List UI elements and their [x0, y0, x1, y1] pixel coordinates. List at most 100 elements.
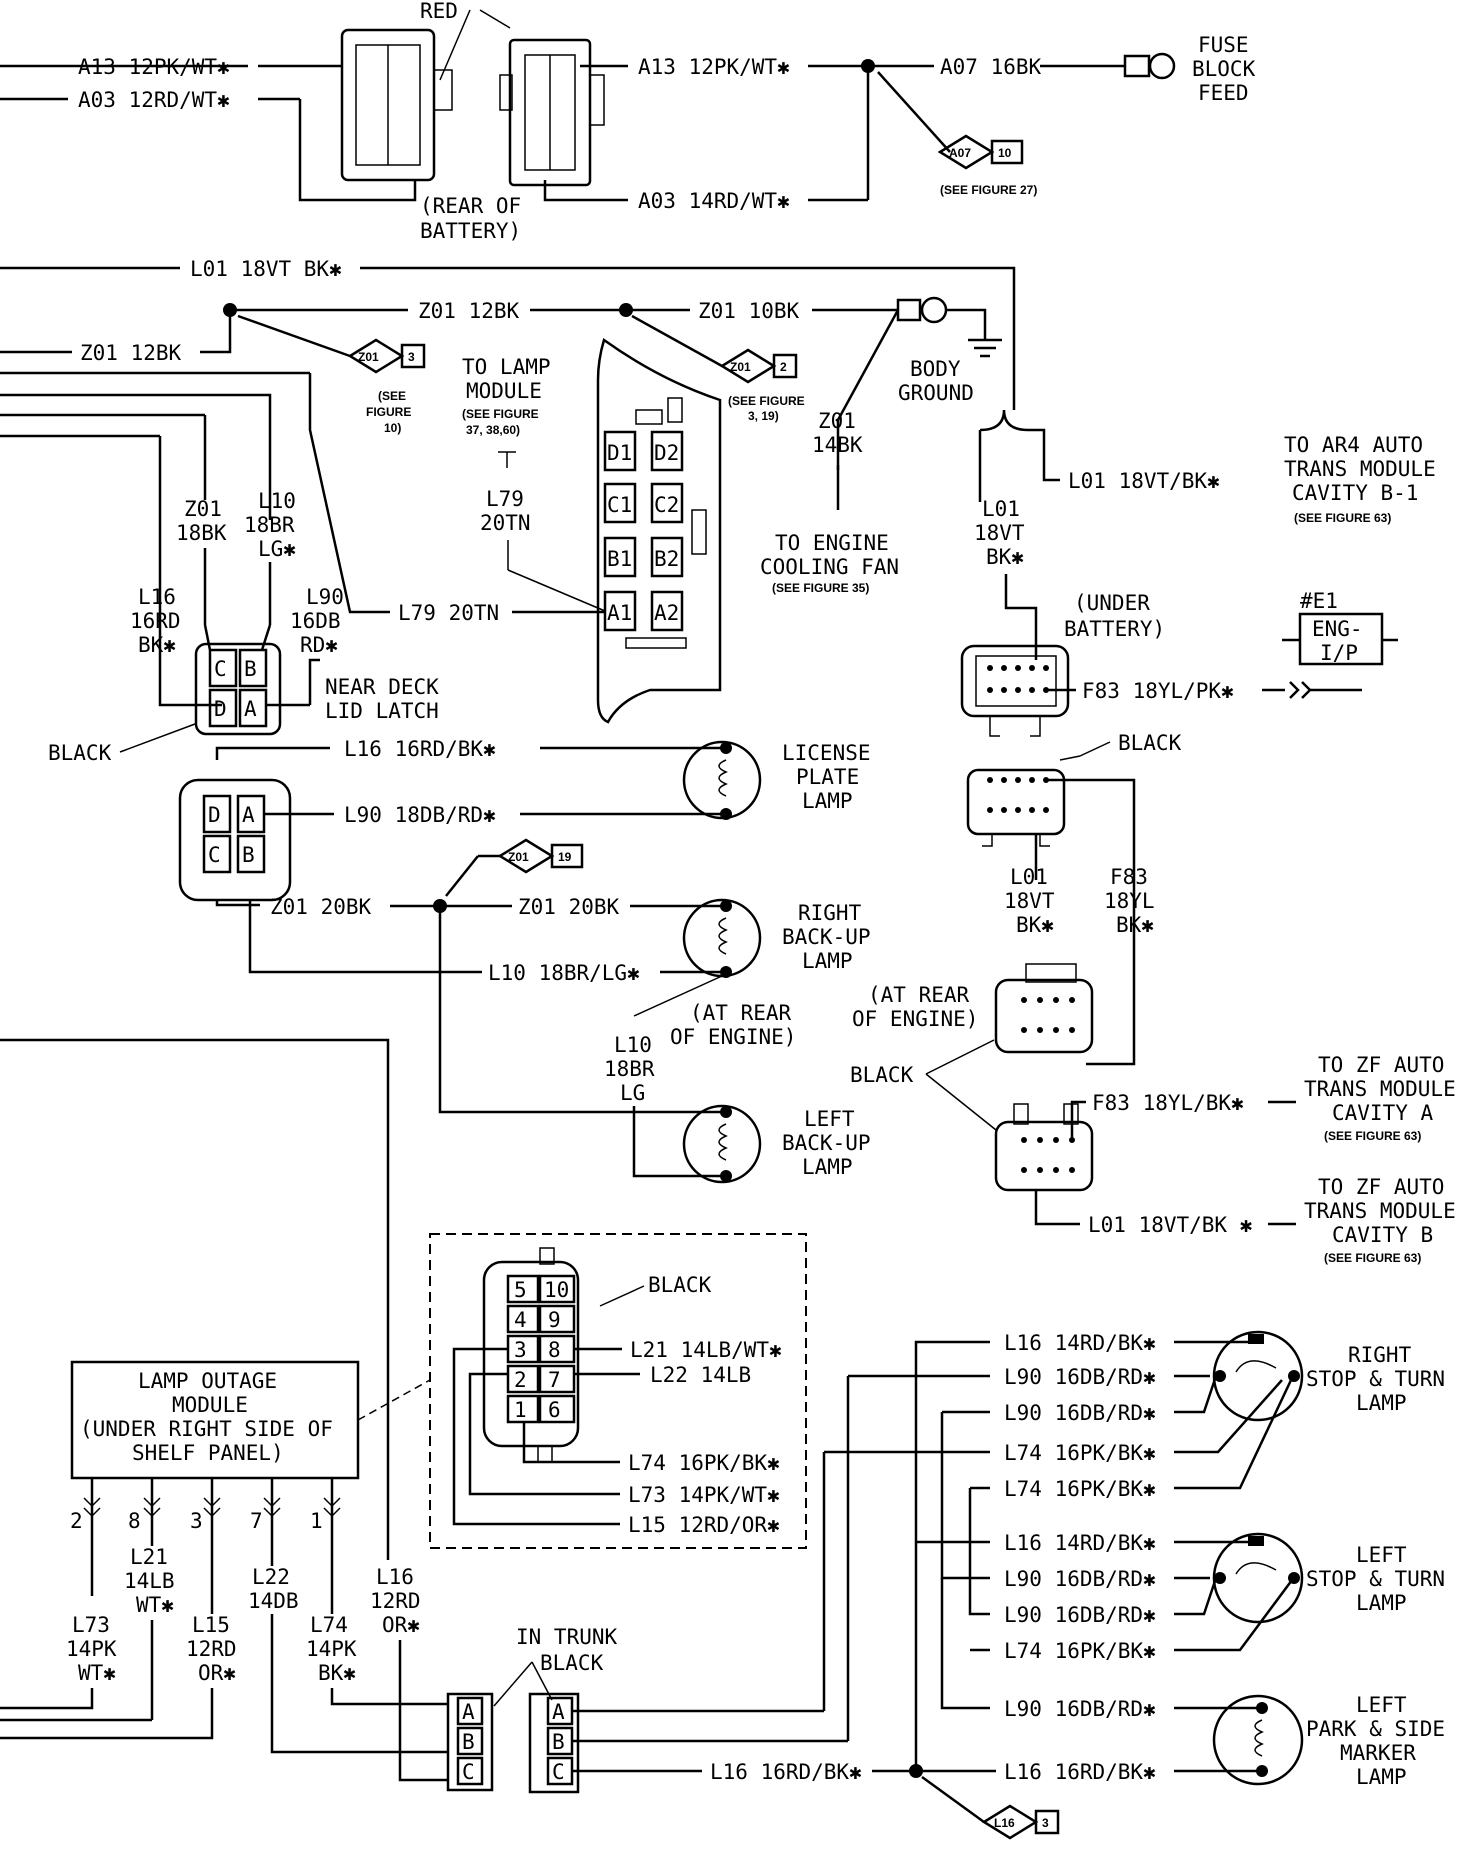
black-label-outage: BLACK	[648, 1273, 712, 1297]
zf-a-line3: CAVITY A	[1332, 1101, 1434, 1125]
cavity-9: 9	[548, 1308, 561, 1332]
zf-a-line2: TRANS MODULE	[1304, 1077, 1456, 1101]
right-stop-l90a: L90 16DB/RD✱	[1004, 1365, 1156, 1389]
e1-box-line2: I/P	[1320, 641, 1358, 665]
l21-v-line1: L21	[130, 1545, 168, 1569]
left-stop-turn-line3: LAMP	[1356, 1591, 1407, 1615]
ref-diamond-a07-number: 10	[998, 146, 1012, 160]
license-plate-lamp-line2: PLATE	[796, 765, 859, 789]
l21-v-line3: WT✱	[136, 1593, 174, 1617]
rear-of-battery-line1: (REAR OF	[420, 194, 521, 218]
l10-line3: LG✱	[258, 537, 296, 561]
trunk-connector-left	[446, 1692, 494, 1792]
left-park-line4: LAMP	[1356, 1765, 1407, 1789]
wire-label-l21: L21 14LB/WT✱	[630, 1338, 782, 1362]
pin-1-label: 1	[310, 1509, 323, 1533]
ref-z01-2-number: 2	[780, 360, 787, 374]
black-label-right: BLACK	[1118, 731, 1182, 755]
pin-a2: A2	[654, 601, 679, 625]
right-stop-l74a: L74 16PK/BK✱	[1004, 1441, 1156, 1465]
near-deck-lid-line1: NEAR DECK	[325, 675, 439, 699]
l01-vertical-line2: 18VT	[974, 521, 1025, 545]
trunk-left-pin-c: C	[462, 1760, 475, 1784]
cavity-6: 6	[548, 1398, 561, 1422]
l79-line1: L79	[486, 487, 524, 511]
pin-d-top: D	[214, 697, 227, 721]
cavity-1: 1	[514, 1398, 527, 1422]
battery-harness: A13 12PK/WT✱ A03 12RD/WT✱ RED A13 12PK/W…	[0, 0, 1256, 243]
lamp-outage-module-line3: (UNDER RIGHT SIDE OF	[80, 1417, 333, 1441]
pin-2-label: 2	[70, 1509, 83, 1533]
wire-label-l90-plate: L90 18DB/RD✱	[344, 803, 496, 827]
l73-v-line2: 14PK	[66, 1637, 117, 1661]
black-label-rear-engine: BLACK	[850, 1063, 914, 1087]
to-ar4-line1: TO AR4 AUTO	[1284, 433, 1423, 457]
l01-b-line2: 18VT	[1004, 889, 1055, 913]
outage-module-pins: 2 8 3 7 1	[70, 1497, 341, 1533]
l74-v-line2: 14PK	[306, 1637, 357, 1661]
outage-module-connector	[482, 1260, 580, 1448]
under-battery-line1: (UNDER	[1074, 591, 1150, 615]
cooling-fan-line1: TO ENGINE	[775, 531, 889, 555]
trunk-left-pin-b: B	[462, 1730, 475, 1754]
to-ar4-see: (SEE FIGURE 63)	[1294, 511, 1391, 525]
zf-connector	[994, 1120, 1094, 1192]
deck-lid-connectors: Z01 18BK L10 18BR LG✱ L16 16RD BK✱ L90 1…	[0, 371, 722, 1114]
body-ground-line1: BODY	[910, 357, 961, 381]
trunk-right-pin-b: B	[552, 1730, 565, 1754]
wire-label-l79-20tn: L79 20TN	[398, 601, 499, 625]
at-rear-engine-a-line2: OF ENGINE)	[670, 1025, 796, 1049]
wire-label-l16-bottom: L16 16RD/BK✱	[710, 1760, 862, 1784]
wire-label-z01-20bk-b: Z01 20BK	[518, 895, 620, 919]
l90-line1: L90	[306, 585, 344, 609]
wire-label-l73: L73 14PK/WT✱	[628, 1483, 780, 1507]
ground-section: L01 18VT BK✱ Z01 12BK Z01 10BK BODY GROU…	[0, 257, 1016, 595]
right-stop-l74b: L74 16PK/BK✱	[1004, 1477, 1156, 1501]
lamp-outage-module	[70, 1360, 360, 1480]
l22-v-line1: L22	[252, 1565, 290, 1589]
zf-a-see: (SEE FIGURE 63)	[1324, 1129, 1421, 1143]
l16-line1: L16	[138, 585, 176, 609]
cavity-3: 3	[514, 1338, 527, 1362]
right-stop-l16: L16 14RD/BK✱	[1004, 1331, 1156, 1355]
l74-v-line1: L74	[310, 1613, 348, 1637]
left-stop-l90b: L90 16DB/RD✱	[1004, 1603, 1156, 1627]
to-lamp-module-line3: (SEE FIGURE	[462, 407, 539, 421]
ref-z01-2-text: Z01	[730, 360, 751, 374]
pin-b-top: B	[244, 657, 257, 681]
see-figure-3-19-b: 3, 19)	[748, 409, 779, 423]
l10b-line1: L10	[614, 1033, 652, 1057]
z01-18bk-line1: Z01	[184, 497, 222, 521]
zf-b-see: (SEE FIGURE 63)	[1324, 1251, 1421, 1265]
pin-d1: D1	[607, 441, 632, 465]
left-park-line3: MARKER	[1340, 1741, 1416, 1765]
l10b-line3: LG	[620, 1081, 645, 1105]
body-ground-line2: GROUND	[898, 381, 974, 405]
lamp-outage-module-section: 5 10 4 9 3 8 2 7 1 6 BLACK L21 14LB/WT✱ …	[0, 1038, 807, 1782]
wire-label-l16-plate: L16 16RD/BK✱	[344, 737, 496, 761]
rear-lamps: L16 14RD/BK✱ L90 16DB/RD✱ L90 16DB/RD✱ L…	[824, 1330, 1445, 1789]
l73-v-line1: L73	[72, 1613, 110, 1637]
pin-d-bottom: D	[208, 803, 221, 827]
wire-label-a13-left: A13 12PK/WT✱	[78, 55, 230, 79]
zf-b-line2: TRANS MODULE	[1304, 1199, 1456, 1223]
l01-vertical-line3: BK✱	[986, 545, 1024, 569]
rear-of-battery-line2: BATTERY)	[420, 219, 521, 243]
see-figure-10-a: (SEE	[378, 389, 406, 403]
l15-v-line3: OR✱	[198, 1661, 236, 1685]
ref-z01-19-number: 19	[558, 850, 572, 864]
to-lamp-module-line4: 37, 38,60)	[466, 423, 520, 437]
left-stop-l90a: L90 16DB/RD✱	[1004, 1567, 1156, 1591]
lamp-outage-module-line1: LAMP OUTAGE	[138, 1369, 277, 1393]
pin-c-bottom: C	[208, 843, 221, 867]
l22-v-line2: 14DB	[248, 1589, 299, 1613]
l10-line1: L10	[258, 489, 296, 513]
f83-b-line1: F83	[1110, 865, 1148, 889]
deck-lid-connector-bottom	[178, 778, 292, 902]
lamp-module-connector: D1 D2 C1 C2 B1 B2 A1 A2 TO LAMP MODULE (…	[462, 337, 722, 724]
l16c-v-line2: 12RD	[370, 1589, 421, 1613]
left-park-l90: L90 16DB/RD✱	[1004, 1697, 1156, 1721]
pin-c2: C2	[654, 493, 679, 517]
wire-label-l74: L74 16PK/BK✱	[628, 1451, 780, 1475]
e1-box-line1: ENG-	[1312, 617, 1363, 641]
